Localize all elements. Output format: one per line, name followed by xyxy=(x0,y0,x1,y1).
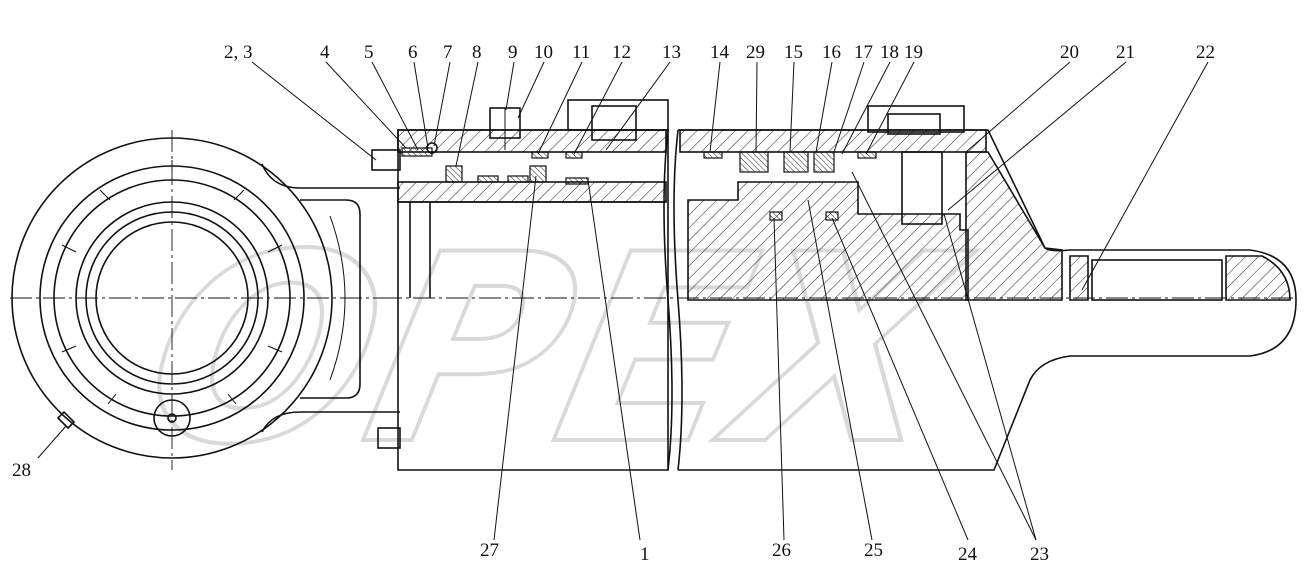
callout-15: 15 xyxy=(784,42,803,63)
callout-26: 26 xyxy=(772,540,791,561)
callout-10: 10 xyxy=(534,42,553,63)
callout-23: 23 xyxy=(1030,544,1049,565)
callout-1: 1 xyxy=(640,544,650,565)
callout-2-3: 2, 3 xyxy=(224,42,253,63)
callout-12: 12 xyxy=(612,42,631,63)
callout-28: 28 xyxy=(12,460,31,481)
callout-27: 27 xyxy=(480,540,499,561)
callout-24: 24 xyxy=(958,544,978,565)
callout-6: 6 xyxy=(408,42,418,63)
callout-7: 7 xyxy=(443,42,453,63)
callout-5: 5 xyxy=(364,42,374,63)
callout-18: 18 xyxy=(880,42,899,63)
callout-labels: 2, 3 4 5 6 7 8 9 10 11 12 13 14 29 15 16… xyxy=(12,42,1215,565)
callout-8: 8 xyxy=(472,42,482,63)
callout-16: 16 xyxy=(822,42,841,63)
callout-11: 11 xyxy=(572,42,590,63)
callout-14: 14 xyxy=(710,42,730,63)
callout-21: 21 xyxy=(1116,42,1135,63)
eye-end xyxy=(10,130,400,470)
callout-22: 22 xyxy=(1196,42,1215,63)
callout-25: 25 xyxy=(864,540,883,561)
callout-29: 29 xyxy=(746,42,765,63)
leader-lines xyxy=(37,61,1209,541)
callout-9: 9 xyxy=(508,42,518,63)
callout-13: 13 xyxy=(662,42,681,63)
callout-4: 4 xyxy=(320,42,330,63)
cylinder-barrel xyxy=(371,99,1297,471)
callout-20: 20 xyxy=(1060,42,1079,63)
callout-17: 17 xyxy=(854,42,873,63)
callout-19: 19 xyxy=(904,42,923,63)
